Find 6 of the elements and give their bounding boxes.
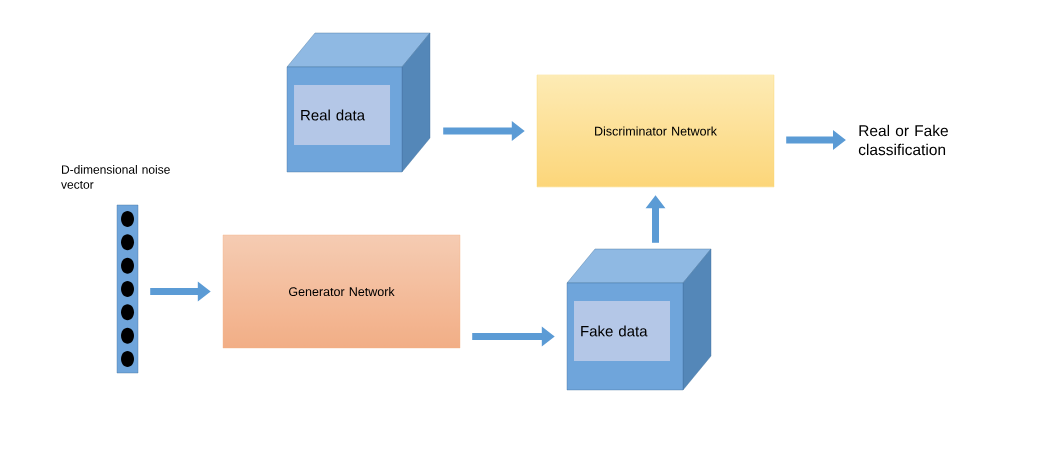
data-cube: Real data <box>286 32 431 173</box>
generator-box: Generator Network <box>222 234 461 349</box>
data-cube: Fake data <box>566 248 712 391</box>
vector-label: D-dimensional noise vector <box>61 165 170 189</box>
result-label: Real or Fake classification <box>858 124 948 156</box>
discriminator-box: Discriminator Network <box>536 74 775 188</box>
